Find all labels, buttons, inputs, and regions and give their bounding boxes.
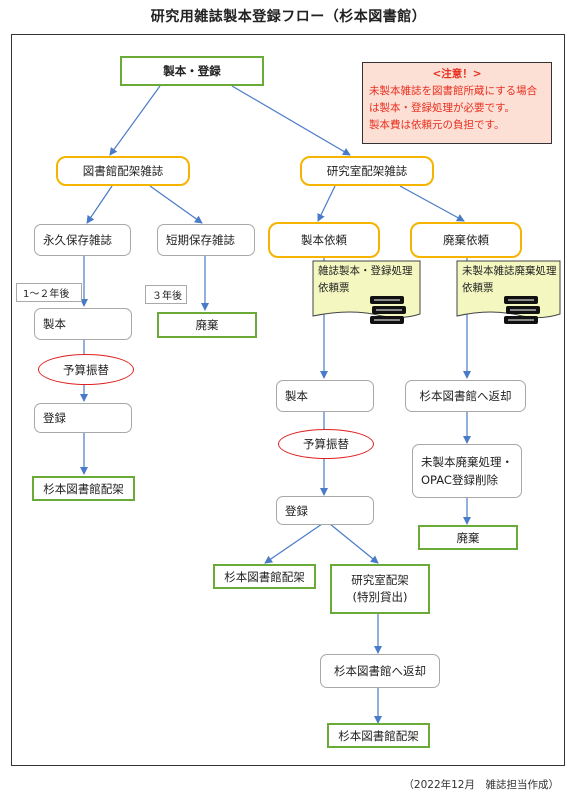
register-node: 登録 bbox=[34, 403, 132, 433]
arrow bbox=[231, 85, 351, 156]
register-node: 登録 bbox=[276, 496, 374, 525]
sugimoto-shelf-node: 杉本図書館配架 bbox=[327, 723, 430, 748]
library-shelf-node: 図書館配架雑誌 bbox=[56, 156, 190, 186]
notice-line: 製本費は依頼元の負担です。 bbox=[369, 119, 505, 131]
arrow bbox=[399, 185, 465, 222]
start-node: 製本・登録 bbox=[120, 56, 264, 86]
notice-line: は製本・登録処理が必要です。 bbox=[369, 102, 515, 114]
bind-request-node: 製本依頼 bbox=[268, 222, 380, 258]
discard-node: 廃棄 bbox=[157, 312, 257, 338]
bind-node: 製本 bbox=[276, 380, 374, 412]
lab-shelf-node: 研究室配架雑誌 bbox=[300, 156, 434, 186]
node-line: OPAC登録削除 bbox=[421, 473, 498, 487]
lab-special-loan-node: 研究室配架 (特別貸出) bbox=[330, 564, 430, 614]
page-title: 研究用雑誌製本登録フロー（杉本図書館） bbox=[150, 9, 427, 25]
discard-request-node: 廃棄依頼 bbox=[410, 222, 522, 258]
short-term-node: 短期保存雑誌 bbox=[157, 224, 255, 256]
slip-line: 依頼票 bbox=[318, 282, 350, 294]
node-line: 未製本廃棄処理・ bbox=[421, 455, 513, 469]
bind-request-slip-text: 雑誌製本・登録処理 依頼票 bbox=[314, 261, 422, 299]
budget-transfer-node: 予算振替 bbox=[38, 354, 134, 385]
slip-line: 雑誌製本・登録処理 bbox=[318, 265, 413, 277]
books-icon bbox=[370, 296, 406, 324]
discard-request-slip-text: 未製本雑誌廃棄処理 依頼票 bbox=[458, 261, 562, 299]
node-line: 研究室配架 bbox=[351, 573, 409, 587]
after-1-2-years-label: 1～２年後 bbox=[16, 283, 82, 302]
arrow bbox=[317, 185, 336, 222]
books-icon bbox=[504, 296, 540, 324]
return-to-sugimoto-node: 杉本図書館へ返却 bbox=[405, 380, 526, 412]
sugimoto-shelf-node: 杉本図書館配架 bbox=[32, 476, 135, 501]
budget-transfer-node: 予算振替 bbox=[278, 429, 374, 459]
diagram-frame bbox=[11, 34, 565, 766]
permanent-node: 永久保存雑誌 bbox=[34, 224, 131, 256]
node-line: (特別貸出) bbox=[352, 590, 408, 604]
footer-credit: （2022年12月 雑誌担当作成） bbox=[403, 779, 559, 791]
slip-line: 依頼票 bbox=[462, 282, 494, 294]
arrow bbox=[329, 523, 379, 564]
notice-title: <注意！> bbox=[432, 68, 482, 80]
sugimoto-shelf-node: 杉本図書館配架 bbox=[213, 564, 316, 589]
discard-node: 廃棄 bbox=[418, 525, 518, 550]
arrow bbox=[264, 523, 323, 564]
slip-line: 未製本雑誌廃棄処理 bbox=[462, 265, 557, 277]
arrow bbox=[109, 85, 161, 156]
bind-node: 製本 bbox=[34, 308, 132, 340]
after-3-years-label: ３年後 bbox=[145, 285, 187, 304]
notice-line: 未製本雑誌を図書館所蔵にする場合 bbox=[369, 85, 538, 97]
arrow bbox=[149, 185, 203, 224]
discard-process-node: 未製本廃棄処理・ OPAC登録削除 bbox=[412, 444, 522, 498]
return-to-sugimoto-node: 杉本図書館へ返却 bbox=[320, 654, 440, 688]
arrow bbox=[86, 185, 113, 224]
notice-box: <注意！> 未製本雑誌を図書館所蔵にする場合 は製本・登録処理が必要です。 製本… bbox=[362, 62, 552, 144]
